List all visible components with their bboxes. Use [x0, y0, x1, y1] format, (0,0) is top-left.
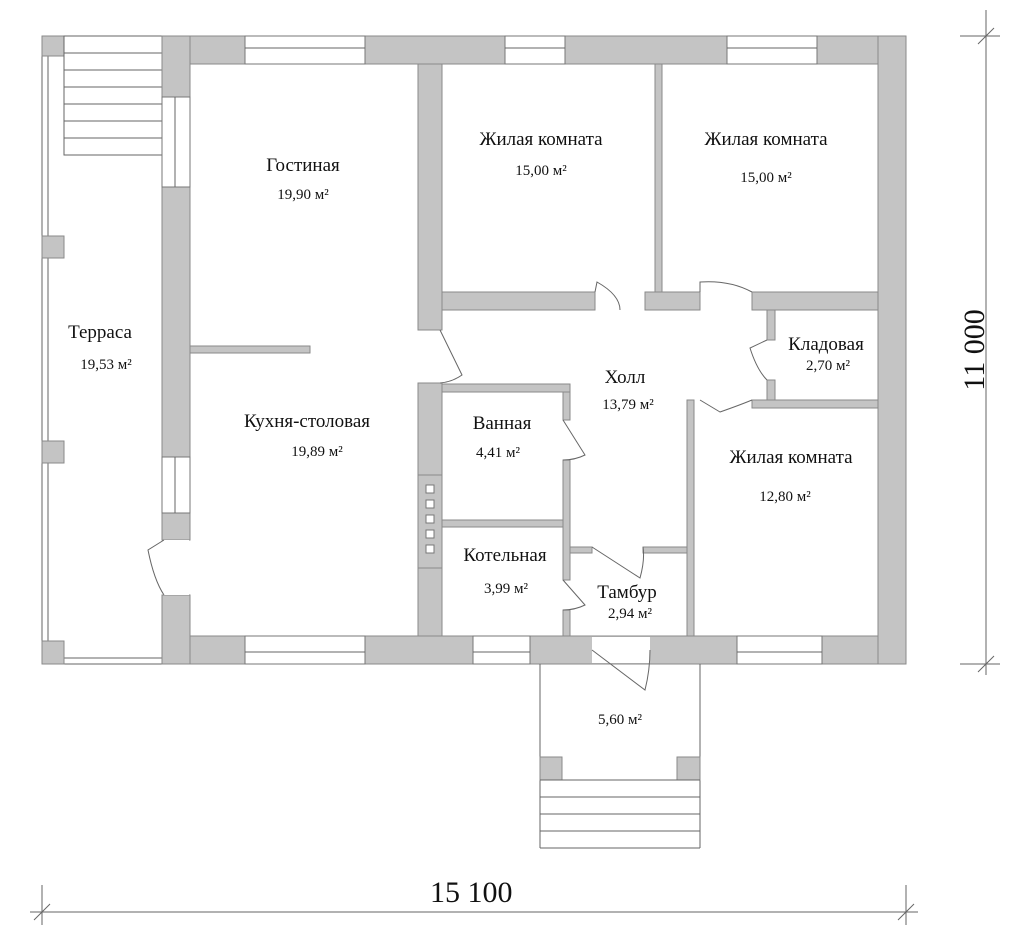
room-name: Терраса: [68, 322, 132, 343]
room-name: Ванная: [472, 413, 532, 434]
room-area: 12,80 м²: [759, 489, 811, 505]
room-name: Жилая комната: [729, 447, 853, 468]
room-area: 13,79 м²: [602, 397, 654, 413]
room-area: 2,94 м²: [608, 606, 652, 622]
room-name: Жилая комната: [479, 129, 603, 150]
terrace-stairs: [63, 35, 163, 156]
room-name: Жилая комната: [704, 129, 828, 150]
room-name: Кладовая: [788, 334, 864, 355]
porch-area: 5,60 м²: [598, 712, 642, 728]
room-area: 2,70 м²: [806, 358, 850, 374]
dimension-lines: [30, 10, 1000, 925]
room-area: 3,99 м²: [484, 581, 528, 597]
room-name: Холл: [604, 367, 646, 388]
room-area: 19,89 м²: [291, 444, 343, 460]
room-area: 4,41 м²: [476, 445, 520, 461]
terrace: [41, 35, 163, 665]
room-name: Тамбур: [597, 582, 657, 603]
porch: [539, 664, 701, 849]
room-name: Котельная: [463, 545, 547, 566]
windows: [161, 35, 823, 665]
height-dimension: 11 000: [958, 309, 991, 391]
room-area: 15,00 м²: [515, 163, 567, 179]
room-area: 19,90 м²: [277, 187, 329, 203]
room-area: 15,00 м²: [740, 170, 792, 186]
room-area: 19,53 м²: [80, 357, 132, 373]
doors: [147, 281, 768, 691]
room-name: Кухня-столовая: [243, 411, 371, 432]
ventilation-block: [417, 474, 443, 569]
room-name: Гостиная: [266, 155, 340, 176]
width-dimension: 15 100: [430, 876, 513, 909]
